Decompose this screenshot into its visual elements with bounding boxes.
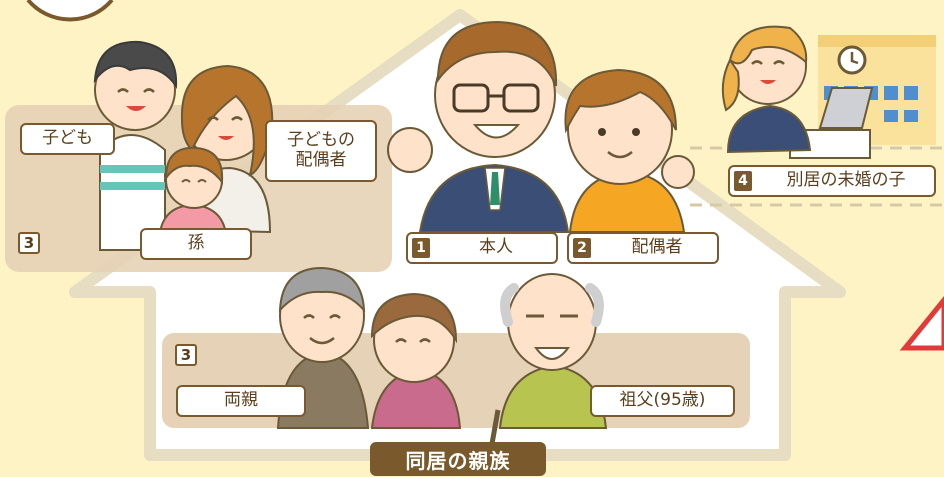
label-child: 子ども: [20, 123, 115, 155]
label-parents: 両親: [176, 385, 306, 417]
number-badge-self: 1: [412, 238, 430, 258]
label-separate-child-text: 別居の未婚の子: [786, 170, 906, 191]
separate-child-figure: [721, 25, 874, 159]
group-number-parents: 3: [175, 344, 197, 366]
label-self: 1 本人: [406, 232, 558, 264]
label-spouse-text: 配偶者: [631, 237, 683, 258]
school-building-icon: [818, 35, 936, 145]
label-child-spouse-line1: 子どもの: [287, 130, 355, 151]
corner-circle: [26, 0, 114, 22]
mother-figure: [370, 292, 462, 429]
label-self-text: 本人: [479, 237, 513, 258]
group-number-children: 3: [18, 232, 40, 254]
label-grandfather: 祖父(95歳): [590, 385, 735, 417]
spouse-figure: [564, 68, 695, 233]
number-badge-separate-child: 4: [734, 171, 752, 191]
label-child-spouse: 子どもの 配偶者: [265, 120, 377, 182]
self-figure: [387, 20, 570, 233]
label-spouse: 2 配偶者: [567, 232, 719, 264]
warning-triangle-fragment: [899, 296, 944, 351]
label-separate-child: 4 別居の未婚の子: [728, 165, 936, 197]
label-child-spouse-line2: 配偶者: [295, 150, 347, 170]
cohabiting-relatives-banner: 同居の親族: [370, 442, 546, 476]
label-grandchild: 孫: [140, 228, 252, 260]
child-figure: [93, 40, 178, 251]
number-badge-spouse: 2: [573, 238, 591, 258]
grandchild-figure: [158, 146, 228, 236]
